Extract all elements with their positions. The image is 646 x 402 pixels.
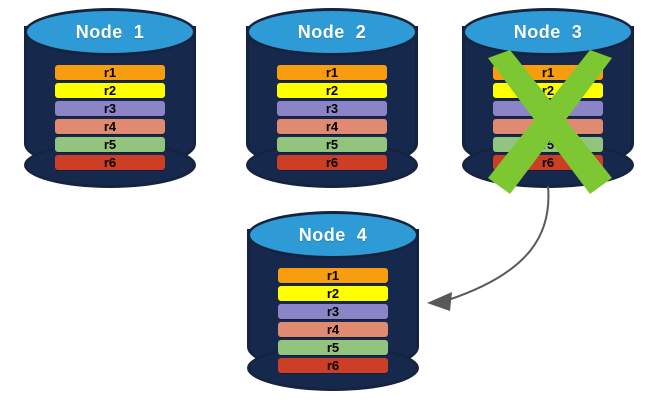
node-2-record-r2[interactable]: r2 [277,83,387,98]
node-3-record-r1[interactable]: r1 [493,65,603,80]
node-2-record-r1[interactable]: r1 [277,65,387,80]
node-4-cylinder-top: Node 4 [247,211,419,259]
record-label: r2 [541,83,555,98]
node-2-record-r4[interactable]: r4 [277,119,387,134]
record-label: r1 [103,65,117,80]
node-4-record-r2[interactable]: r2 [278,286,388,301]
node-3-record-r2[interactable]: r2 [493,83,603,98]
node-1-record-r4[interactable]: r4 [55,119,165,134]
record-label: r3 [541,101,555,116]
node-4[interactable]: Node 4 r1 r2 r3 r4 r5 r6 [247,211,419,391]
record-label: r4 [326,322,340,337]
node-3-record-list: r1 r2 r3 r4 r5 r6 [493,65,603,173]
node-4-record-r6[interactable]: r6 [278,358,388,373]
node-1-cylinder-top: Node 1 [24,8,196,56]
record-label: r5 [326,340,340,355]
record-label: r5 [325,137,339,152]
node-1-record-r5[interactable]: r5 [55,137,165,152]
node-4-record-r3[interactable]: r3 [278,304,388,319]
record-label: r2 [326,286,340,301]
node-3-record-r4[interactable]: r4 [493,119,603,134]
node-3-record-r3[interactable]: r3 [493,101,603,116]
record-label: r1 [541,65,555,80]
node-3-record-r5[interactable]: r5 [493,137,603,152]
node-3-cylinder-top: Node 3 [462,8,634,56]
record-label: r1 [326,268,340,283]
record-label: r5 [541,137,555,152]
node-2-record-r3[interactable]: r3 [277,101,387,116]
record-label: r6 [326,358,340,373]
record-label: r3 [326,304,340,319]
record-label: r2 [103,83,117,98]
record-label: r4 [541,119,555,134]
node-3-record-r6[interactable]: r6 [493,155,603,170]
node-1-label: Node 1 [75,21,145,42]
node-1[interactable]: Node 1 r1 r2 r3 r4 r5 r6 [24,8,196,188]
node-1-record-r6[interactable]: r6 [55,155,165,170]
record-label: r5 [103,137,117,152]
record-label: r6 [103,155,117,170]
node-3[interactable]: Node 3 r1 r2 r3 r4 r5 r6 [462,8,634,194]
node-1-record-r2[interactable]: r2 [55,83,165,98]
node-4-record-r1[interactable]: r1 [278,268,388,283]
node-1-record-list: r1 r2 r3 r4 r5 r6 [55,65,165,173]
node-2-record-list: r1 r2 r3 r4 r5 r6 [277,65,387,173]
record-label: r6 [541,155,555,170]
node-1-record-r1[interactable]: r1 [55,65,165,80]
record-label: r4 [325,119,339,134]
record-label: r3 [103,101,117,116]
node-4-label: Node 4 [298,224,368,245]
node-1-record-r3[interactable]: r3 [55,101,165,116]
node-3-label: Node 3 [513,21,583,42]
record-label: r1 [325,65,339,80]
node-2-label: Node 2 [297,21,367,42]
node-4-record-list: r1 r2 r3 r4 r5 r6 [278,268,388,376]
record-label: r4 [103,119,117,134]
node-4-record-r4[interactable]: r4 [278,322,388,337]
record-label: r6 [325,155,339,170]
connector-line [447,185,550,301]
node-4-record-r5[interactable]: r5 [278,340,388,355]
record-label: r2 [325,83,339,98]
node-2-cylinder-top: Node 2 [246,8,418,56]
record-label: r3 [325,101,339,116]
node-2-record-r5[interactable]: r5 [277,137,387,152]
node-2-record-r6[interactable]: r6 [277,155,387,170]
node-2[interactable]: Node 2 r1 r2 r3 r4 r5 r6 [246,8,418,188]
connector-arrowhead-icon [427,292,452,311]
